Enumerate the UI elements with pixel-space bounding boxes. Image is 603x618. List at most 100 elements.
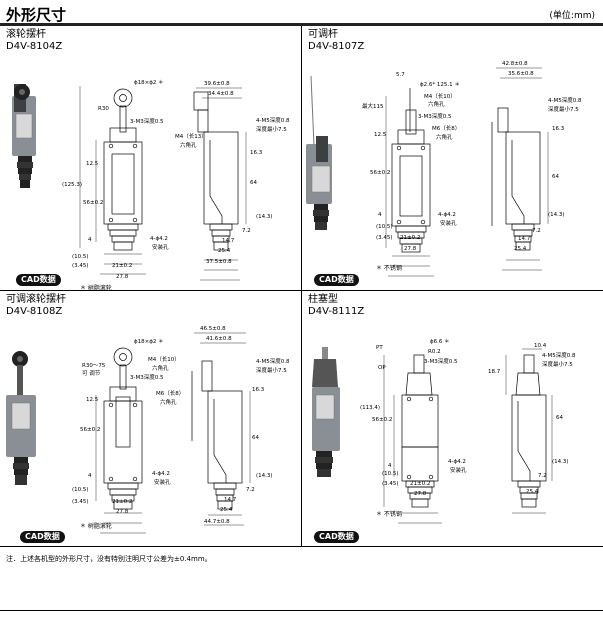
dim-screw: 3-M3深度0.5 [130, 373, 164, 381]
dim-depth: 深度最小7.5 [548, 105, 579, 113]
dim-64: 64 [552, 174, 559, 180]
dim-h-56: 56±0.2 [80, 427, 100, 433]
front-dim-lines [79, 86, 146, 275]
panel-title: 柱塞型 [308, 294, 338, 305]
side-dim-lines [496, 67, 549, 271]
dim-w-27-8: 27.8 [404, 246, 417, 252]
dim-25-4: 25.4 [220, 507, 233, 513]
dim-h-10-5: (10.5) [376, 224, 393, 230]
dim-top-5-7: 5.7 [396, 72, 405, 78]
dim-25-4: 25.4 [526, 489, 539, 495]
dim-h-10-5: (10.5) [72, 254, 89, 260]
dim-14-3: (14.3) [256, 214, 273, 220]
dim-h-10-5: (10.5) [72, 487, 89, 493]
dim-h-10-5: (10.5) [382, 471, 399, 477]
product-photo [12, 84, 36, 188]
cad-data-button[interactable]: CAD数据 [314, 531, 359, 543]
end-rule [0, 610, 603, 611]
dim-10-4: 10.4 [534, 343, 547, 349]
dim-7-2: 7.2 [246, 487, 255, 493]
dim-h-4: 4 [388, 463, 392, 469]
front-view [103, 88, 143, 251]
dim-h-56: 56±0.2 [83, 200, 103, 206]
front-dim-lines [383, 355, 442, 524]
side-view [193, 91, 239, 251]
dim-h-56: 56±0.2 [372, 417, 392, 423]
grid-divider-horizontal [0, 290, 603, 291]
dim-14-3: (14.3) [256, 473, 273, 479]
dim-14-7: 14.7 [224, 497, 237, 503]
dim-screw: 3-M3深度0.5 [418, 112, 452, 120]
dim-h-4: 4 [378, 212, 382, 218]
side-view [511, 354, 547, 508]
dim-44-7: 44.7±0.8 [204, 519, 230, 525]
dim-pt: PT [376, 345, 383, 351]
dim-w-21: 21±0.2 [112, 263, 132, 269]
dim-hex2: 六角孔 [160, 398, 177, 406]
dim-16-3: 16.3 [250, 150, 263, 156]
panel-title: 可调滚轮摆杆 [6, 294, 66, 305]
product-photo [6, 351, 36, 485]
dim-holes-label: 安装孔 [440, 219, 457, 227]
dim-16-3: 16.3 [552, 126, 565, 132]
dim-max: 最大115 [362, 102, 384, 110]
front-dim-lines [95, 395, 146, 534]
dim-37-5: 37.5±0.8 [206, 259, 232, 265]
dim-depth: 深度最小7.5 [256, 125, 287, 133]
grid-divider-vertical [301, 26, 302, 546]
panel-model: D4V-8104Z [6, 41, 63, 52]
dim-7-2: 7.2 [532, 228, 541, 234]
panel-note: ＊ 不锈钢 [376, 265, 402, 272]
dim-25-4: 25.4 [218, 248, 231, 254]
panel-d4v-8108z: 可调滚轮摆杆 D4V-8108Z [0, 291, 300, 555]
drawing-d4v-8108z: ϕ18×ϕ2 ＊ R30～75 可 调节 M4（长10） 六角孔 3-M3深度0… [6, 326, 290, 534]
panel-note: ＊ 树脂滚轮 [80, 285, 112, 292]
dim-depth: 深度最小7.5 [256, 366, 287, 374]
side-dim-lines [194, 332, 251, 526]
dim-roller: ϕ18×ϕ2 ＊ [134, 79, 164, 86]
dim-r: R0.2 [428, 349, 441, 355]
footnote: 注．上述各机型的外形尺寸，没有特别注明尺寸公差为±0.4mm。 [6, 555, 212, 563]
panel-model: D4V-8108Z [6, 306, 63, 317]
dim-hex: 六角孔 [180, 141, 197, 149]
page-header: 外形尺寸 (单位:mm) [0, 0, 603, 26]
grid-bottom-rule [0, 546, 603, 547]
cad-data-button[interactable]: CAD数据 [20, 531, 65, 543]
side-dim-lines [505, 348, 553, 514]
cad-data-button[interactable]: CAD数据 [16, 274, 61, 286]
dim-m4: M4（长10） [424, 92, 456, 100]
dim-radius: R30～75 [82, 363, 106, 369]
dim-h-12-5: 12.5 [86, 397, 99, 403]
dim-46-5: 46.5±0.8 [200, 326, 226, 332]
dim-14-7: 14.7 [222, 238, 235, 244]
cad-data-button[interactable]: CAD数据 [314, 274, 359, 286]
dim-m5: 4-M5深度0.8 [256, 116, 290, 124]
unit-label: (单位:mm) [549, 11, 595, 21]
front-view [401, 354, 439, 508]
dim-m4: M4（长13） [175, 132, 207, 140]
dim-w-21: 21±0.2 [112, 499, 132, 505]
page-title: 外形尺寸 [6, 6, 67, 24]
panel-model: D4V-8107Z [308, 41, 365, 52]
drawing-d4v-8107z: 5.7 ϕ2.6* 125.1 ＊ 最大115 M4（长10） 六角孔 3-M3… [306, 61, 582, 277]
dim-42-8: 42.8±0.8 [502, 61, 528, 67]
dim-7-2: 7.2 [242, 228, 251, 234]
side-view [191, 360, 243, 510]
dim-w-27-8: 27.8 [116, 509, 129, 515]
dim-h-4: 4 [88, 473, 92, 479]
dim-plunger: ϕ6.6 ＊ [430, 338, 450, 345]
dim-m5: 4-M5深度0.8 [256, 357, 290, 365]
panel-d4v-8104z: 滚轮摆杆 D4V-8104Z [0, 26, 300, 292]
product-photo [312, 347, 340, 477]
front-dim-lines [385, 96, 434, 277]
dim-op: OP [378, 365, 386, 371]
dim-holes-label: 安装孔 [450, 466, 467, 474]
dim-14-7: 14.7 [518, 236, 531, 242]
dim-holes: 4-ϕ4.2 [152, 471, 170, 477]
dim-rod: ϕ2.6* 125.1 ＊ [420, 81, 460, 88]
panel-note: ＊ 树脂滚轮 [80, 523, 112, 530]
dim-w-27-8: 27.8 [116, 274, 129, 280]
dim-height-total: (113.4) [360, 405, 380, 411]
panel-d4v-8111z: 柱塞型 D4V-8111Z [302, 291, 602, 555]
dim-64: 64 [250, 180, 257, 186]
